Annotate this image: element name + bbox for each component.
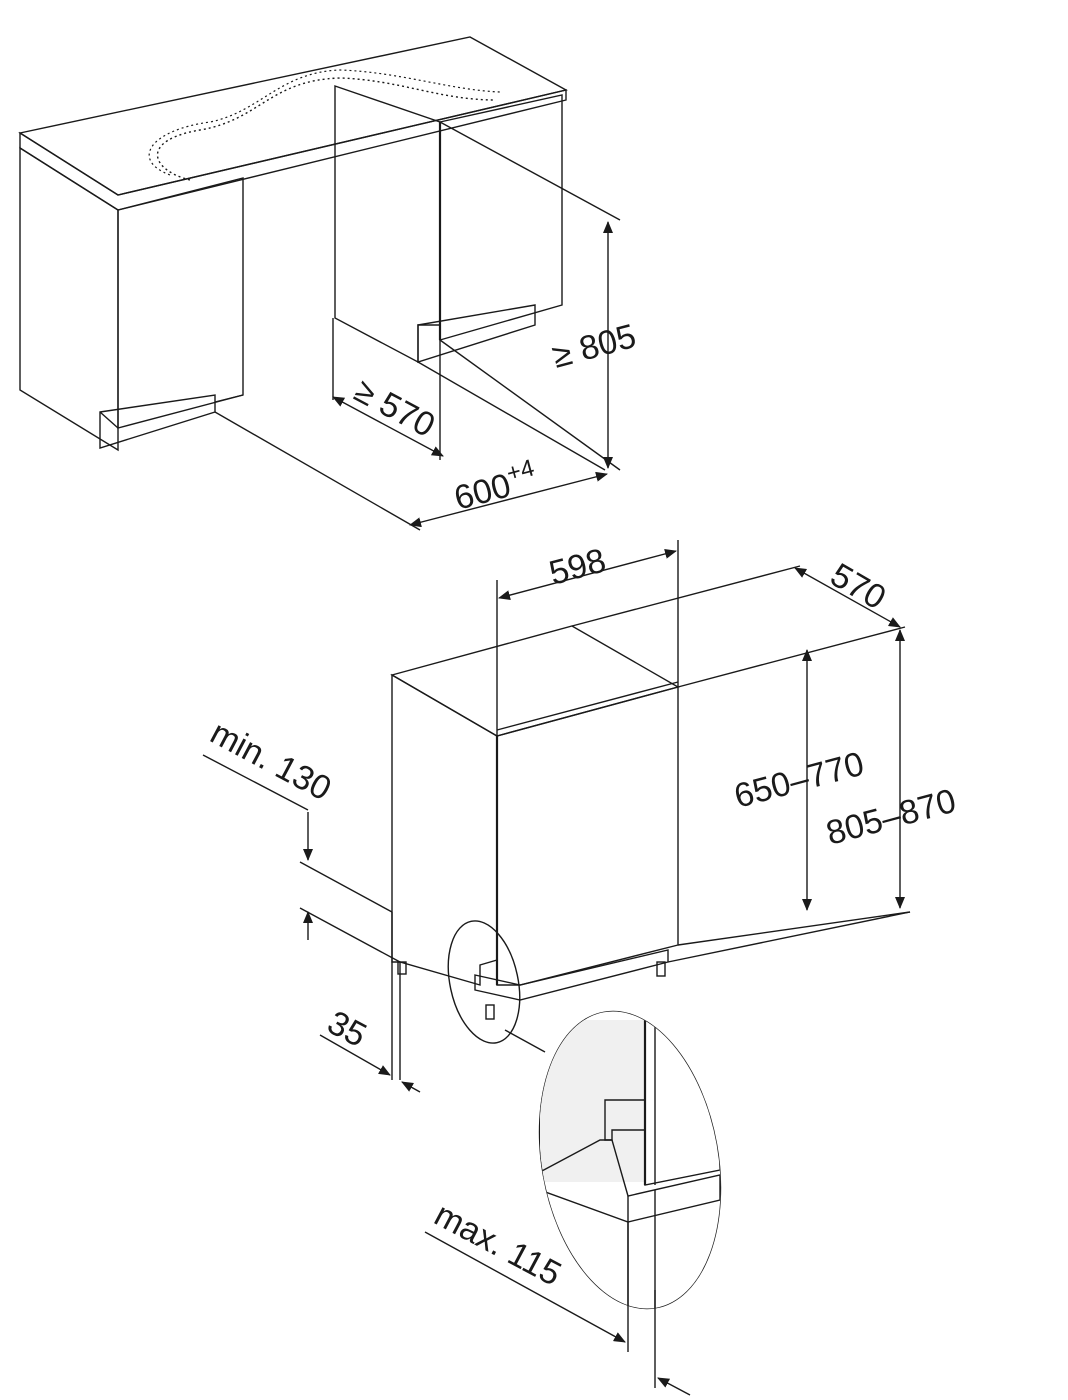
left-cabinet-side [19, 146, 119, 452]
appliance-door [496, 686, 679, 986]
appliance-width-label: 598 [545, 541, 610, 592]
appliance-side [391, 673, 498, 986]
appliance-foot-front [485, 1004, 495, 1020]
niche-width-label: 600+4 [449, 454, 541, 517]
door-height-label: 650–770 [730, 745, 868, 816]
detail-marker-circle [447, 920, 521, 1044]
plinth-height-label: min. 130 [204, 714, 337, 809]
right-cabinet-side [334, 85, 441, 364]
overall-height-label: 805–870 [822, 782, 960, 853]
niche-width-tolerance: +4 [504, 454, 537, 487]
detail-plinth-block [539, 1139, 721, 1223]
appliance-foot-left [397, 961, 407, 975]
niche-height-label: ≥ 805 [548, 317, 640, 376]
appliance-plinth [474, 949, 669, 1001]
appliance-depth-label: 570 [824, 556, 892, 617]
niche-cabinets [18, 36, 568, 452]
detail-zoom [424, 1000, 740, 1396]
right-cabinet-plinth [417, 304, 536, 363]
niche-dimensions [214, 121, 621, 531]
worktop-cutout-outline [156, 77, 496, 181]
appliance-dimensions [202, 540, 911, 1093]
left-cabinet-plinth [99, 394, 216, 449]
left-cabinet-front [117, 177, 244, 429]
plinth-depth-label: 35 [321, 1004, 372, 1055]
niche-depth-label: ≥ 570 [348, 372, 441, 445]
appliance-body [390, 625, 680, 1044]
worktop-front-edge [19, 89, 567, 211]
niche-width-base: 600 [450, 466, 515, 517]
worktop-surface [18, 36, 568, 196]
appliance-foot-right [656, 961, 666, 977]
